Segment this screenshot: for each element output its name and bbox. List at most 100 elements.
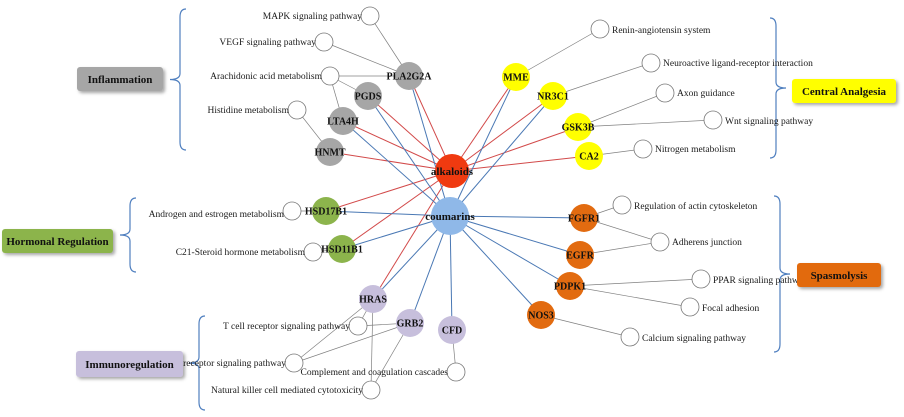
target-label-FGFR1: FGFR1 [568, 214, 600, 225]
pathway-label-mapk: MAPK signaling pathway [263, 12, 362, 22]
target-PDPK1[interactable]: PDPK1 [554, 272, 586, 300]
pathway-ppar[interactable]: PPAR signaling pathway [691, 269, 808, 289]
target-label-PDPK1: PDPK1 [554, 282, 586, 293]
target-HSD17B1[interactable]: HSD17B1 [305, 197, 347, 225]
category-box-central [792, 79, 896, 103]
target-LTA4H[interactable]: LTA4H [327, 107, 359, 135]
target-FGFR1[interactable]: FGFR1 [568, 204, 600, 232]
pathway-neuro[interactable]: Neuroactive ligand-receptor interaction [641, 53, 813, 73]
pathway-complement[interactable]: Complement and coagulation cascades [301, 362, 466, 382]
pathway-label-renin: Renin-angiotensin system [612, 26, 711, 36]
pathway-node-focal [680, 297, 700, 317]
compound-node-alkaloids [435, 154, 469, 188]
compound-alkaloids[interactable]: alkaloids [431, 154, 474, 188]
target-NR3C1[interactable]: NR3C1 [537, 82, 569, 110]
target-HRAS[interactable]: HRAS [359, 285, 387, 313]
brace-hormonal [119, 197, 137, 273]
pathway-arach[interactable]: Arachidonic acid metabolism [210, 66, 340, 86]
target-GSK3B[interactable]: GSK3B [562, 113, 595, 141]
pathway-node-tcell [348, 316, 368, 336]
pathway-node-wnt [703, 110, 723, 130]
pathway-nk[interactable]: Natural killer cell mediated cytotoxicit… [211, 380, 381, 400]
brace-immuno [188, 315, 206, 411]
edge-PDPK1-ppar [569, 278, 702, 287]
edge-coumarins-NOS3 [449, 215, 542, 316]
target-node-FGFR1 [570, 204, 598, 232]
pathway-label-arach: Arachidonic acid metabolism [210, 72, 322, 82]
category-hormonal[interactable]: Hormonal Regulation [2, 229, 113, 253]
category-central[interactable]: Central Analgesia [792, 79, 896, 103]
edge-HRAS-bcell [293, 298, 374, 364]
target-label-CA2: CA2 [579, 152, 598, 163]
pathway-renin[interactable]: Renin-angiotensin system [590, 19, 711, 39]
edge-coumarins-LTA4H [342, 120, 451, 217]
pathway-node-nk [361, 380, 381, 400]
pathway-label-actin: Regulation of actin cytoskeleton [634, 201, 757, 212]
target-PGDS[interactable]: PGDS [354, 82, 382, 110]
target-MME[interactable]: MME [502, 63, 530, 91]
pathway-actin[interactable]: Regulation of actin cytoskeleton [612, 195, 757, 215]
target-label-MME: MME [503, 73, 529, 84]
pathway-bcell[interactable]: B cell receptor signaling pathway [158, 353, 304, 373]
target-HNMT[interactable]: HNMT [314, 138, 346, 166]
edge-alkaloids-CA2 [451, 155, 590, 172]
target-label-HNMT: HNMT [314, 148, 345, 159]
pathway-label-adherens: Adherens junction [672, 238, 742, 248]
compound-coumarins[interactable]: coumarins [425, 197, 475, 235]
pathway-label-ppar: PPAR signaling pathway [713, 276, 808, 286]
target-node-CA2 [575, 142, 603, 170]
pathway-node-calcium [620, 327, 640, 347]
pathway-calcium[interactable]: Calcium signaling pathway [620, 327, 746, 347]
bracket-layer [119, 8, 791, 411]
pathway-c21[interactable]: C21-Steroid hormone metabolism [176, 242, 323, 262]
edge-NR3C1-neuro [552, 62, 652, 97]
target-node-NOS3 [527, 301, 555, 329]
edge-NOS3-calcium [540, 314, 631, 338]
pathway-axon[interactable]: Axon guidance [655, 83, 735, 103]
target-CFD[interactable]: CFD [438, 316, 466, 344]
category-label-spasm: Spasmolysis [811, 270, 869, 282]
pathway-node-complement [446, 362, 466, 382]
pathway-histidine[interactable]: Histidine metabolism [207, 100, 307, 120]
pathway-node-vegf [314, 32, 334, 52]
category-spasm[interactable]: Spasmolysis [797, 263, 881, 287]
target-label-PLA2G2A: PLA2G2A [387, 72, 433, 83]
pathway-adherens[interactable]: Adherens junction [650, 232, 742, 252]
pathway-vegf[interactable]: VEGF signaling pathway [219, 32, 334, 52]
edge-MME-renin [515, 28, 601, 78]
category-box-inflammation [77, 67, 163, 91]
pathway-mapk[interactable]: MAPK signaling pathway [263, 6, 380, 26]
pathway-wnt[interactable]: Wnt signaling pathway [703, 110, 813, 130]
target-node-PLA2G2A [395, 62, 423, 90]
category-box-immuno [76, 351, 183, 377]
pathway-label-wnt: Wnt signaling pathway [725, 117, 813, 127]
pathway-label-c21: C21-Steroid hormone metabolism [176, 248, 306, 258]
category-inflammation[interactable]: Inflammation [77, 67, 163, 91]
brace-central [769, 17, 787, 159]
target-NOS3[interactable]: NOS3 [527, 301, 555, 329]
pathway-focal[interactable]: Focal adhesion [680, 297, 760, 317]
pathway-label-histidine: Histidine metabolism [207, 106, 289, 116]
pathway-androgen[interactable]: Androgen and estrogen metabolism [149, 201, 302, 221]
pathway-nitrogen[interactable]: Nitrogen metabolism [633, 139, 736, 159]
target-label-NOS3: NOS3 [528, 311, 554, 322]
target-CA2[interactable]: CA2 [575, 142, 603, 170]
edge-alkaloids-HNMT [329, 151, 453, 172]
category-immuno[interactable]: Immunoregulation [76, 351, 183, 377]
pathway-node-axon [655, 83, 675, 103]
target-EGFR[interactable]: EGFR [566, 241, 595, 269]
target-node-NR3C1 [539, 82, 567, 110]
pathway-tcell[interactable]: T cell receptor signaling pathway [223, 316, 368, 336]
compound-layer: alkaloids coumarins [425, 154, 475, 235]
target-node-PDPK1 [556, 272, 584, 300]
edge-alkaloids-GSK3B [451, 126, 579, 172]
target-PLA2G2A[interactable]: PLA2G2A [387, 62, 433, 90]
target-GRB2[interactable]: GRB2 [396, 309, 424, 337]
pathway-node-histidine [287, 100, 307, 120]
pathway-label-androgen: Androgen and estrogen metabolism [149, 210, 285, 220]
target-HSD11B1[interactable]: HSD11B1 [321, 235, 363, 263]
edge-alkaloids-HRAS [372, 170, 453, 300]
target-node-HSD11B1 [328, 235, 356, 263]
